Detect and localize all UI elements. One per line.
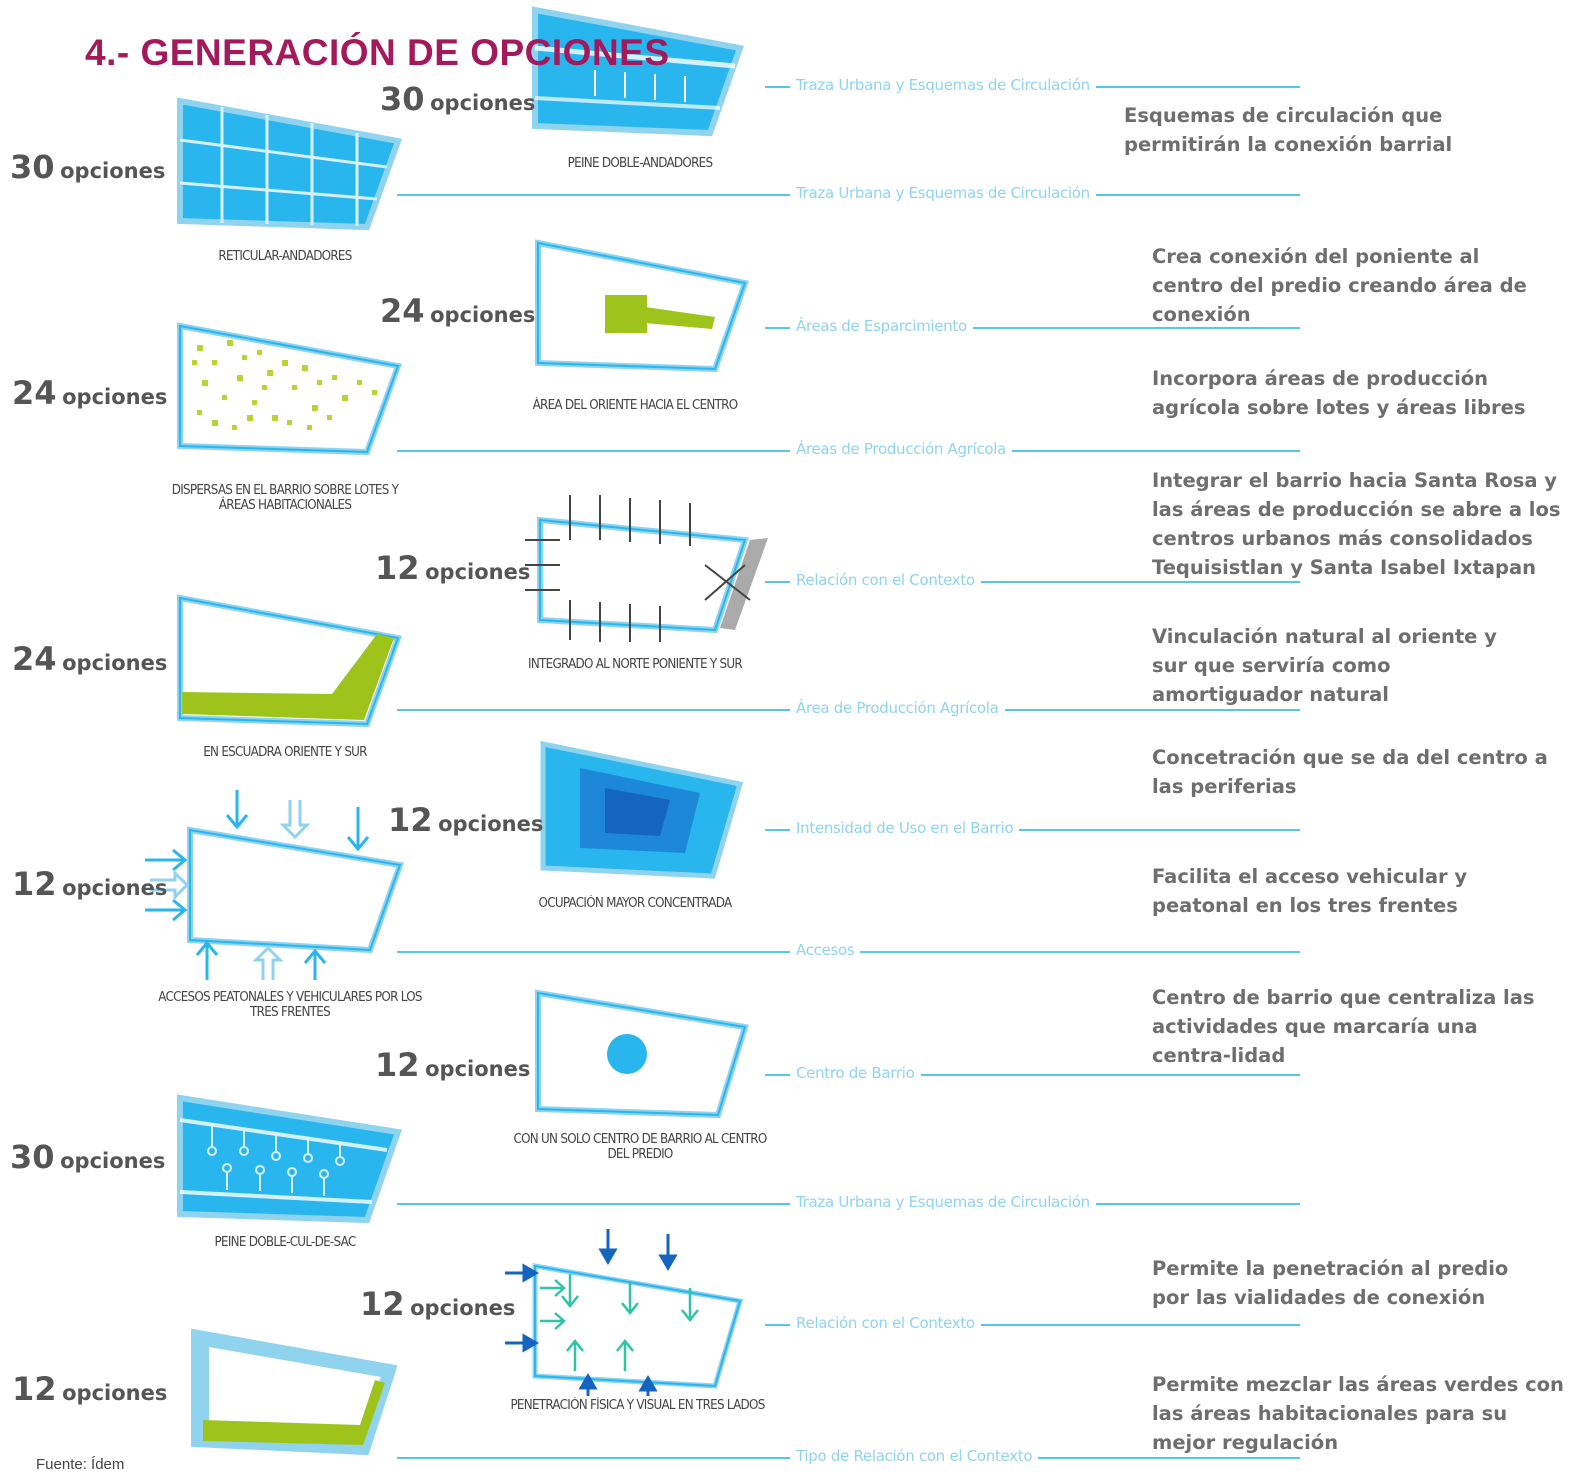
diagram-penetracion — [505, 1229, 744, 1396]
caption: DISPERSAS EN EL BARRIO SOBRE LOTES Y ÁRE… — [171, 483, 399, 513]
description: Permite la penetración al predio por las… — [1152, 1257, 1509, 1309]
options-count: 12 opciones — [12, 865, 168, 903]
page-title: 4.- GENERACIÓN DE OPCIONES — [85, 32, 670, 73]
category-line — [765, 1324, 1300, 1326]
diagram-accesos — [145, 790, 405, 980]
category-label: Área de Producción Agrícola — [790, 699, 1005, 717]
category-label: Centro de Barrio — [790, 1064, 921, 1082]
diagram-area-oriente-centro — [535, 239, 749, 373]
options-count: 12 opciones — [12, 1370, 168, 1408]
category-line — [765, 327, 1300, 329]
category-label: Relación con el Contexto — [790, 1314, 981, 1332]
diagram-escuadra — [177, 594, 403, 728]
description: Esquemas de circulación que permitirán l… — [1124, 104, 1453, 156]
description: Permite mezclar las áreas verdes con las… — [1152, 1373, 1564, 1454]
category-label: Relación con el Contexto — [790, 571, 981, 589]
options-count: 24 opciones — [380, 292, 536, 330]
caption: EN ESCUADRA ORIENTE Y SUR — [203, 745, 367, 760]
category-line — [765, 581, 1300, 583]
caption: OCUPACIÓN MAYOR CONCENTRADA — [538, 896, 733, 911]
description: Vinculación natural al oriente y sur que… — [1152, 625, 1497, 706]
caption: PEINE DOBLE-CUL-DE-SAC — [214, 1235, 357, 1250]
category-line — [765, 829, 1300, 831]
diagram-reticular-andadores — [177, 97, 403, 231]
category-line — [765, 1074, 1300, 1076]
options-count: 24 opciones — [12, 640, 168, 678]
category-label: Traza Urbana y Esquemas de Circulación — [790, 1193, 1096, 1211]
diagram-dispersas — [177, 322, 403, 456]
diagram-centro-barrio — [535, 989, 749, 1119]
description: Centro de barrio que centraliza las acti… — [1152, 986, 1535, 1067]
options-count: 30 opciones — [10, 148, 166, 186]
description: Concetración que se da del centro a las … — [1152, 746, 1548, 798]
options-count: 30 opciones — [380, 80, 536, 118]
source-note: Fuente: Ídem — [36, 1456, 125, 1473]
options-count: 30 opciones — [10, 1138, 166, 1176]
category-label: Áreas de Producción Agrícola — [790, 440, 1013, 458]
description: Incorpora áreas de producción agrícola s… — [1152, 367, 1526, 419]
description: Integrar el barrio hacia Santa Rosa y la… — [1152, 469, 1561, 579]
category-label: Tipo de Relación con el Contexto — [790, 1447, 1039, 1465]
caption: ACCESOS PEATONALES Y VEHICULARES POR LOS… — [158, 990, 422, 1020]
caption: CON UN SOLO CENTRO DE BARRIO AL CENTRO D… — [513, 1132, 767, 1162]
caption: RETICULAR-ANDADORES — [218, 249, 352, 264]
diagram-peine-cul-de-sac — [177, 1094, 403, 1224]
caption: ÁREA DEL ORIENTE HACIA EL CENTRO — [532, 398, 739, 413]
diagram-ocupacion — [540, 740, 744, 879]
options-count: 24 opciones — [12, 374, 168, 412]
description: Facilita el acceso vehicular y peatonal … — [1152, 865, 1468, 917]
options-count: 12 opciones — [375, 1046, 531, 1084]
diagram-integrado — [525, 495, 768, 642]
category-label: Accesos — [790, 941, 861, 959]
caption: PENETRACIÓN FÍSICA Y VISUAL EN TRES LADO… — [510, 1398, 765, 1413]
caption: INTEGRADO AL NORTE PONIENTE Y SUR — [528, 657, 743, 672]
description: Crea conexión del poniente al centro del… — [1152, 245, 1527, 326]
category-label: Áreas de Esparcimiento — [790, 317, 973, 335]
diagram-peine-doble-andadores — [532, 6, 744, 137]
category-label: Traza Urbana y Esquemas de Circulación — [790, 76, 1096, 94]
options-count: 12 opciones — [388, 801, 544, 839]
options-count: 12 opciones — [375, 549, 531, 587]
category-label: Intensidad de Uso en el Barrio — [790, 819, 1020, 837]
options-count: 12 opciones — [360, 1285, 516, 1323]
caption: PEINE DOBLE-ANDADORES — [567, 156, 713, 171]
diagram-areas-verdes — [191, 1328, 398, 1456]
category-label: Traza Urbana y Esquemas de Circulación — [790, 184, 1096, 202]
